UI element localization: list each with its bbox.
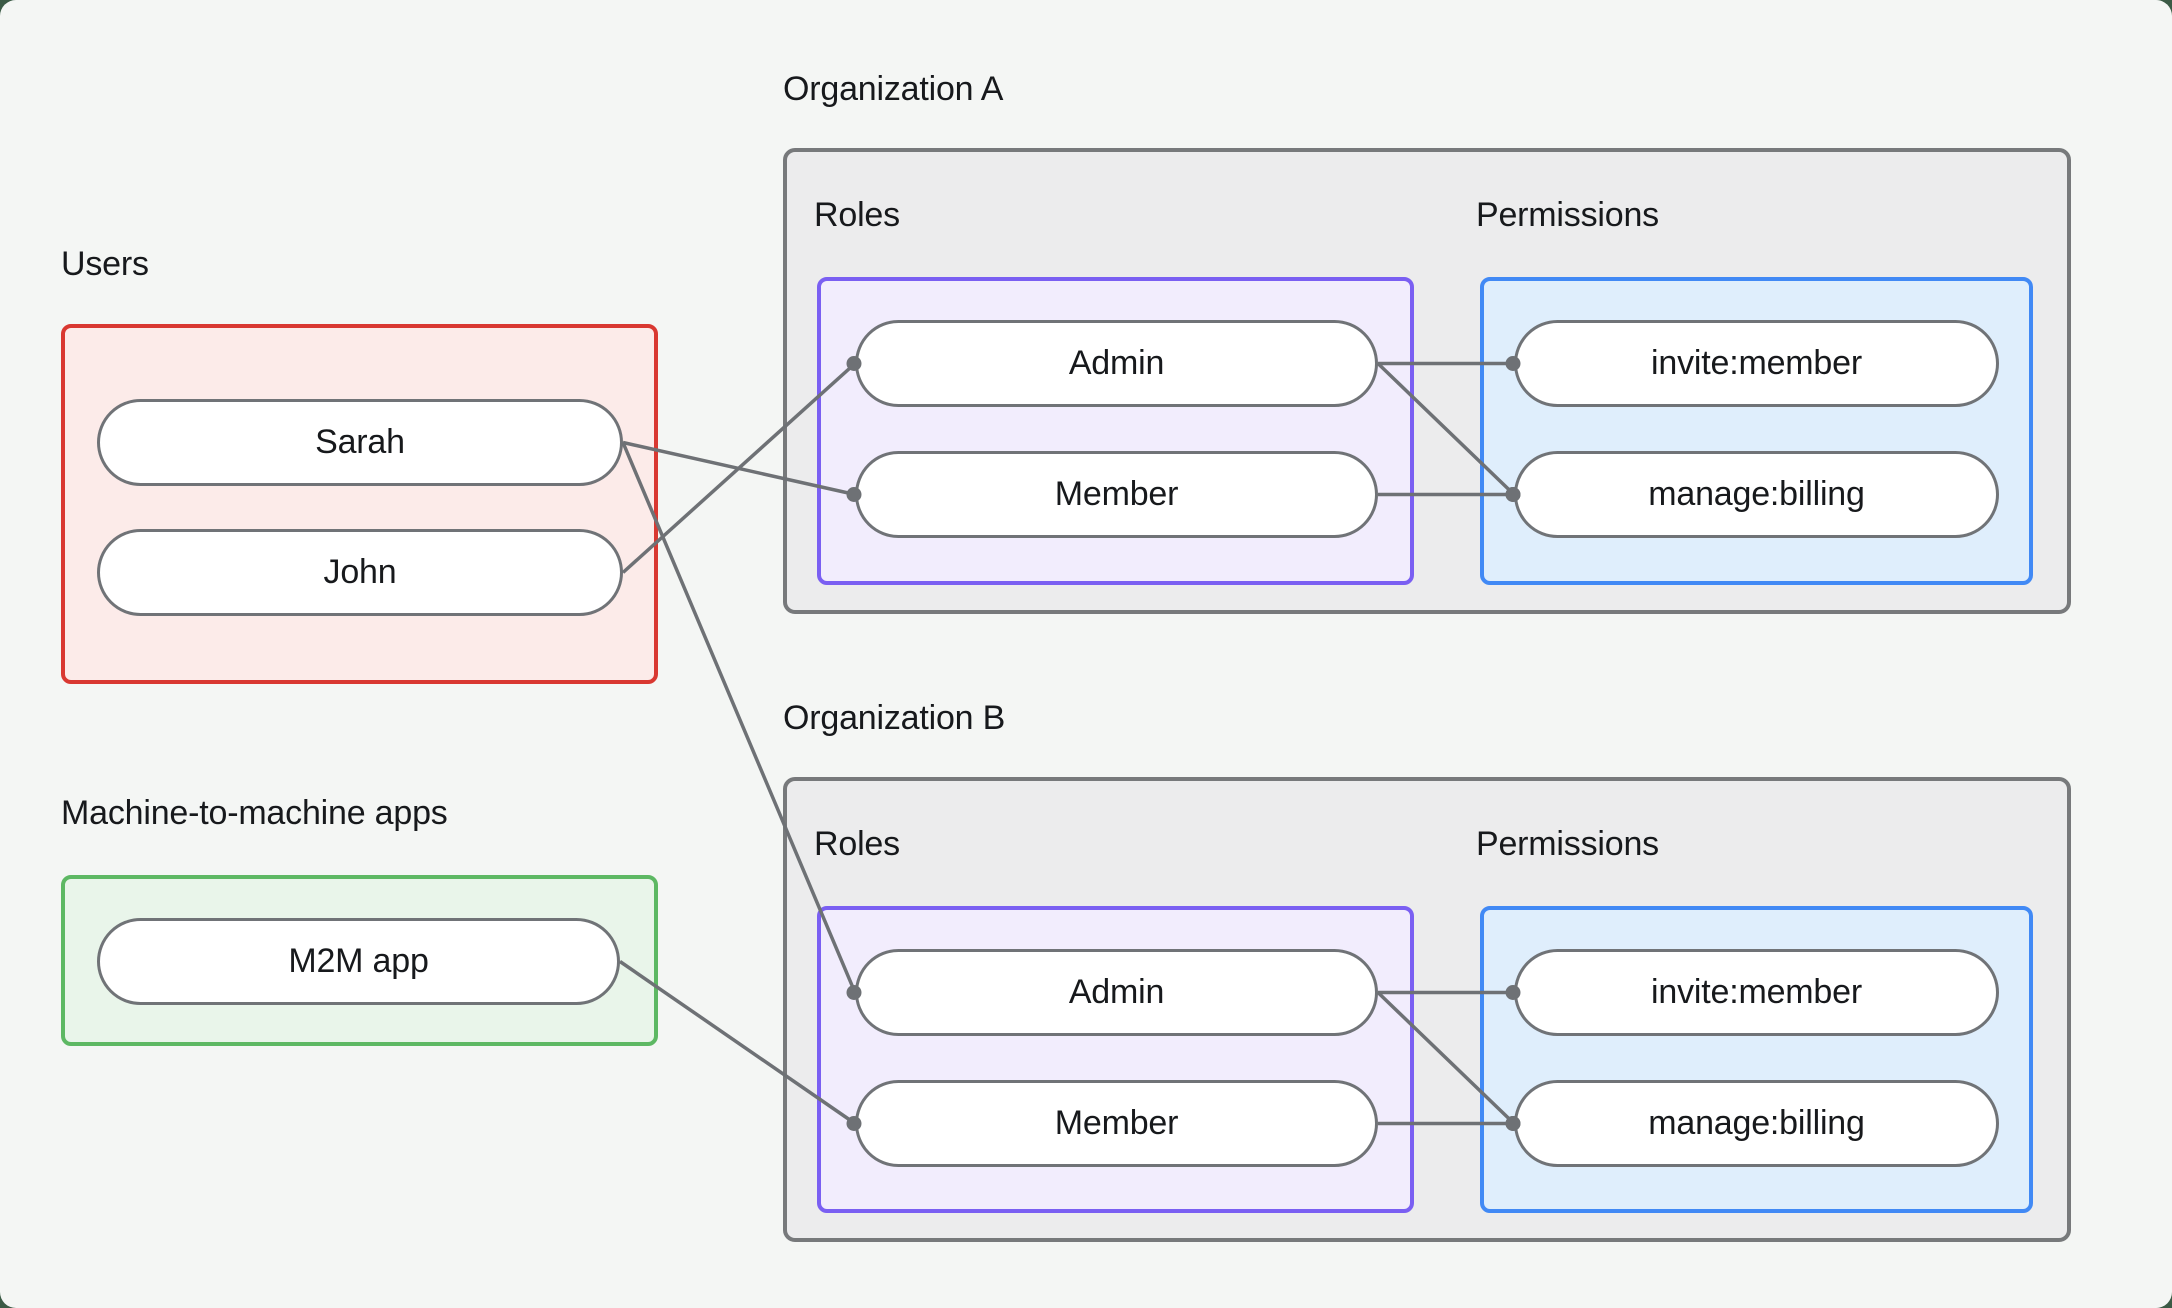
- role-node-label: Member: [1054, 475, 1179, 513]
- m2m-app-node: M2M app: [97, 918, 620, 1005]
- user-node-label: John: [323, 553, 397, 591]
- org-a-permission-node-manage-billing: manage:billing: [1514, 451, 1999, 538]
- org-b-permissions-label: Permissions: [1476, 825, 1659, 863]
- m2m-app-node-label: M2M app: [288, 942, 429, 980]
- user-node-sarah: Sarah: [97, 399, 623, 486]
- user-node-john: John: [97, 529, 623, 616]
- user-node-label: Sarah: [315, 423, 405, 461]
- m2m-group-label: Machine-to-machine apps: [61, 794, 448, 832]
- role-node-label: Admin: [1068, 344, 1165, 382]
- org-a-title: Organization A: [783, 70, 1004, 108]
- role-node-label: Member: [1054, 1104, 1179, 1142]
- org-b-role-node-admin: Admin: [855, 949, 1378, 1036]
- permission-node-label: manage:billing: [1648, 1104, 1865, 1142]
- org-b-title: Organization B: [783, 699, 1006, 737]
- org-a-role-node-member: Member: [855, 451, 1378, 538]
- org-a-roles-label: Roles: [814, 196, 900, 234]
- org-b-role-node-member: Member: [855, 1080, 1378, 1167]
- org-a-permission-node-invite-member: invite:member: [1514, 320, 1999, 407]
- org-b-roles-label: Roles: [814, 825, 900, 863]
- users-group-label: Users: [61, 245, 149, 283]
- org-b-permission-node-manage-billing: manage:billing: [1514, 1080, 1999, 1167]
- role-node-label: Admin: [1068, 973, 1165, 1011]
- permission-node-label: manage:billing: [1648, 475, 1865, 513]
- permission-node-label: invite:member: [1651, 344, 1862, 382]
- org-a-permissions-label: Permissions: [1476, 196, 1659, 234]
- users-group-box: [61, 324, 658, 684]
- permission-node-label: invite:member: [1651, 973, 1862, 1011]
- org-b-permission-node-invite-member: invite:member: [1514, 949, 1999, 1036]
- org-a-role-node-admin: Admin: [855, 320, 1378, 407]
